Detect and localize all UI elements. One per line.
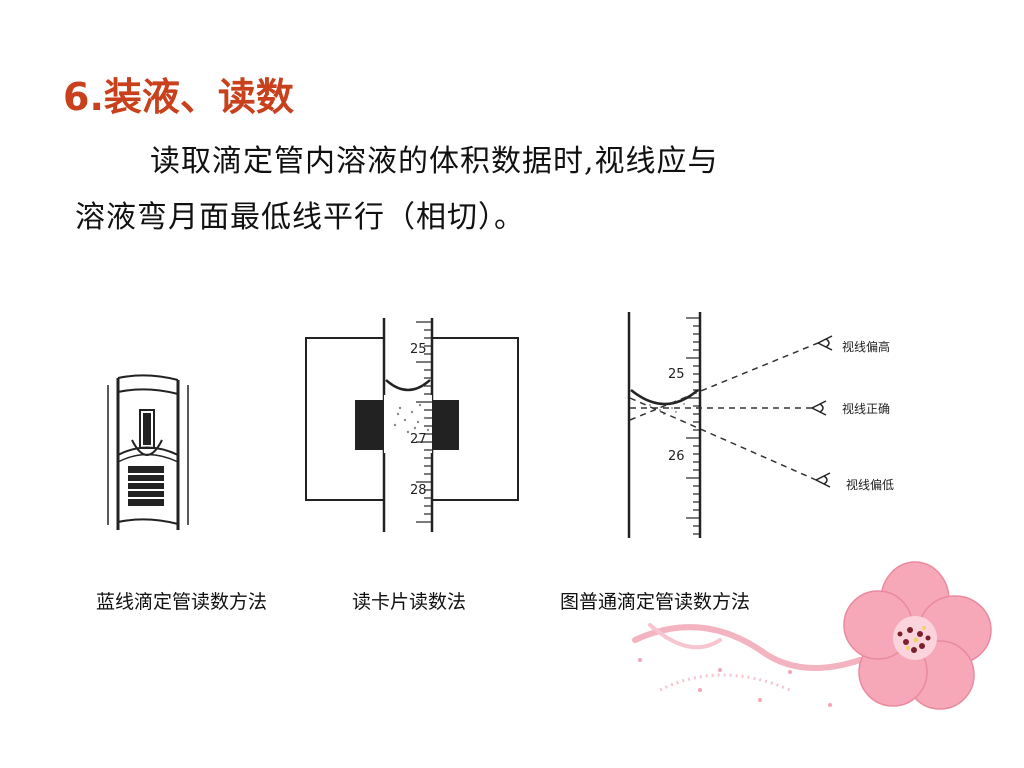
caption-blue-line-method: 蓝线滴定管读数方法 bbox=[96, 591, 268, 613]
card-tick-28: 28 bbox=[410, 483, 427, 498]
sight-low-label: 视线偏低 bbox=[846, 477, 894, 492]
normal-tick-25: 25 bbox=[668, 367, 685, 382]
normal-tick-26: 26 bbox=[668, 449, 685, 464]
paragraph-line-1: 读取滴定管内溶液的体积数据时,视线应与 bbox=[150, 144, 719, 179]
card-tick-27: 27 bbox=[410, 432, 427, 447]
caption-card-method: 读卡片读数法 bbox=[352, 591, 467, 613]
sight-correct-label: 视线正确 bbox=[842, 401, 890, 416]
card-reading-figure: 25 27 28 bbox=[305, 318, 519, 532]
eye-icon bbox=[811, 335, 833, 488]
flower-icon bbox=[632, 561, 992, 710]
slide-title: 6.装液、读数 bbox=[63, 75, 294, 119]
normal-burette-figure: 25 26 视线偏高 视线正确 视线偏低 bbox=[627, 312, 894, 538]
sight-high-label: 视线偏高 bbox=[842, 339, 890, 354]
paragraph-line-2: 溶液弯月面最低线平行（相切）。 bbox=[75, 200, 525, 235]
caption-normal-method: 图普通滴定管读数方法 bbox=[560, 591, 751, 613]
blue-line-burette-figure bbox=[107, 374, 189, 530]
card-tick-25: 25 bbox=[410, 342, 427, 357]
